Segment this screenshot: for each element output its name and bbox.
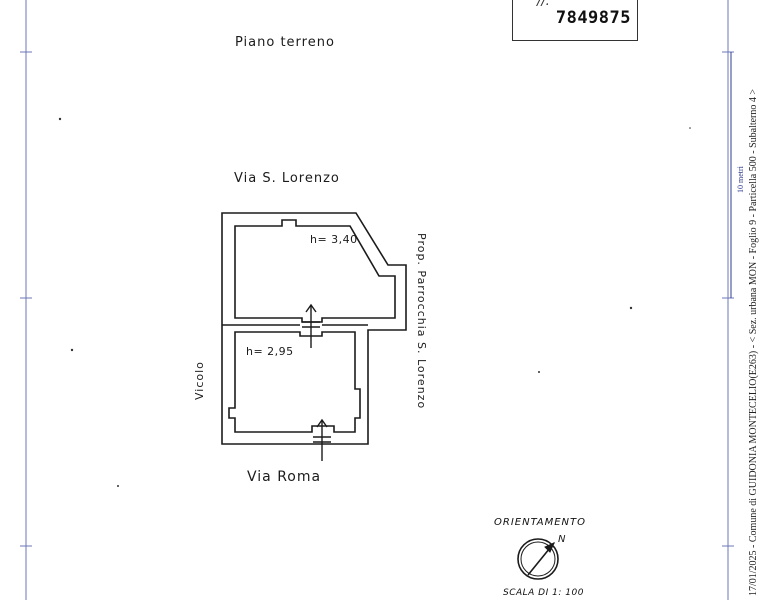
stamp-mark: //: (537, 0, 551, 9)
compass-rose (517, 538, 559, 580)
upper-room-inner (234, 219, 396, 323)
floor-title: Piano terreno (235, 35, 335, 50)
entry-arrow-lower (313, 418, 331, 461)
lower-room-inner (228, 331, 361, 433)
north-label: N (558, 534, 567, 545)
room-height-upper: h= 3,40 (310, 233, 358, 246)
street-bottom-label: Via Roma (247, 469, 322, 485)
stamp-number: 7849875 (555, 8, 631, 28)
orientation-title: ORIENTAMENTO (494, 517, 587, 528)
footer-metadata: 17/01/2025 - Comune di GUIDONIA MONTECEL… (748, 88, 759, 596)
scale-label: SCALA DI 1: 100 (503, 588, 584, 598)
outer-wall (221, 212, 407, 445)
street-top-label: Via S. Lorenzo (234, 171, 340, 186)
side-scale-label: 10 metri (736, 166, 745, 193)
registry-stamp: //: 7849875 (512, 0, 638, 41)
room-height-lower: h= 2,95 (246, 345, 294, 358)
entry-arrow-upper (302, 303, 320, 348)
